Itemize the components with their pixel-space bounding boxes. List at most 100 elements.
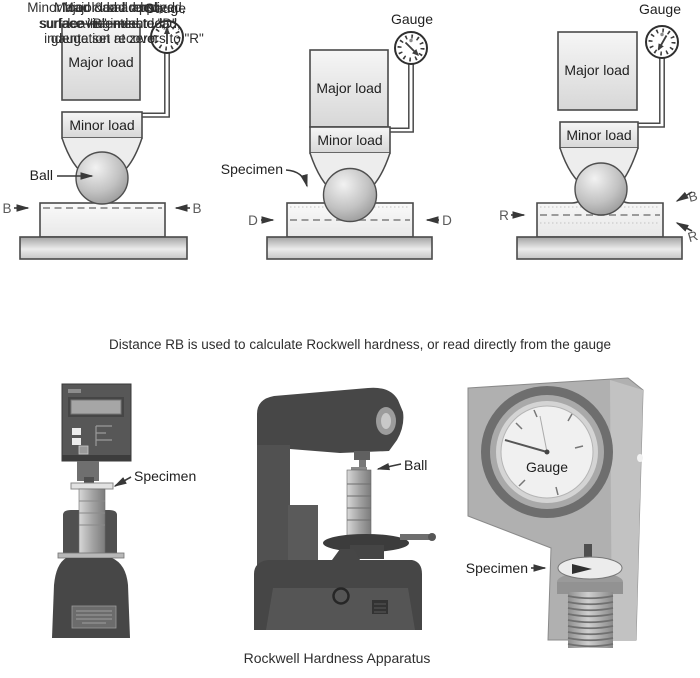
handle-knob (428, 533, 436, 541)
vent-slots (374, 603, 386, 613)
minor-load-box (61, 111, 143, 139)
gauge-dial-icon (394, 31, 428, 65)
gauge-needle (404, 41, 420, 57)
major-load-box (557, 31, 638, 111)
gauge-label: Gauge (391, 11, 433, 27)
major-load-box (309, 49, 389, 128)
diagram-stage-2: Gauge Major load Minor load Specimen D D (221, 11, 452, 260)
elevating-column (78, 488, 106, 558)
caption-line: Major load added, (53, 0, 163, 15)
table-handle (400, 534, 430, 540)
indenter-tip (584, 544, 592, 558)
gauge-ticks (397, 34, 425, 62)
marker-b-right-top-arrow (675, 191, 693, 202)
caption-line: indentation recovers to "R" (44, 31, 204, 46)
indenter-holder (354, 451, 370, 460)
spindle-column (346, 469, 372, 539)
indenter-tip (84, 477, 94, 483)
rear-column (257, 445, 290, 565)
dial-pivot (544, 449, 550, 455)
nameplate-text-lines (76, 610, 112, 624)
minor-load-label: Minor load (317, 132, 382, 148)
specimen-pointer-arrow (285, 169, 308, 188)
diagram-stage-1: Gauge Major load Minor load Ball B B (2, 0, 202, 260)
caption-line: Major load removed, (62, 0, 186, 15)
screw-threads (567, 595, 614, 648)
gauge-label: Gauge (639, 1, 681, 17)
indenter-reflection-mark (572, 564, 592, 574)
machine-head (257, 387, 404, 453)
panel-button-3 (78, 445, 89, 455)
indenter-ball (574, 162, 628, 216)
marker-b-right: B (192, 201, 201, 216)
gauge-stem (142, 53, 170, 118)
gauge-label: Gauge (144, 0, 186, 16)
minor-load-label: Minor load (566, 127, 631, 143)
panel-button-2 (72, 438, 81, 445)
indenter-neck (77, 461, 99, 481)
ball-label: Ball (30, 167, 53, 183)
marker-r-right-bottom-arrow (675, 222, 693, 232)
cross-bar (57, 552, 125, 559)
photo-gauge-closeup: Gauge Specimen (466, 377, 644, 648)
stage-1-caption: Minor load & ball applied, surface "B" i… (0, 0, 206, 47)
caption-line: surface indented to "D" (39, 15, 177, 31)
anvil (266, 236, 433, 260)
caption-line: gauge set at zero (50, 31, 156, 46)
stage-3-caption: Major load removed, leaving minor load, … (0, 0, 248, 47)
column-rings (79, 500, 105, 526)
specimen-disc (557, 556, 623, 580)
specimen-disc (70, 482, 114, 490)
dial-tick-marks (515, 409, 584, 496)
panel-button-1 (72, 428, 81, 435)
gauge-dial-icon (645, 25, 679, 59)
middle-caption: Distance RB is used to calculate Rockwel… (109, 337, 611, 352)
specimen-pointer-arrow (113, 476, 132, 487)
gauge-stem (638, 58, 665, 128)
base-front-face (266, 588, 415, 630)
spindle-rings (347, 483, 371, 521)
major-load-box (61, 23, 141, 101)
gauge-ticks (153, 23, 181, 51)
marker-d-right: D (442, 213, 452, 228)
caption-line: Minor load & ball applied, (27, 0, 179, 15)
caption-line: leaving minor load, (67, 15, 181, 31)
dial-needle-shadow (539, 415, 548, 453)
caption-line: surface "B" indented, (40, 15, 166, 31)
indenter-ball (322, 167, 378, 223)
marker-r-left: R (499, 208, 509, 223)
minor-load-box (559, 121, 639, 149)
digital-display (70, 399, 122, 415)
jack-screw (350, 545, 384, 559)
control-unit (61, 383, 132, 462)
major-load-label: Major load (68, 54, 133, 70)
photo-bench-rockwell-tester: Ball (254, 387, 436, 630)
ball-pointer-arrow (376, 462, 402, 471)
bottom-caption: Rockwell Hardness Apparatus (243, 650, 431, 666)
ball-label: Ball (404, 457, 427, 473)
photo-digital-rockwell-tester: Specimen (52, 383, 196, 638)
diagram-stage-3: Gauge Major load Minor load R B R (499, 1, 700, 260)
nameplate (71, 605, 117, 629)
test-table (323, 534, 409, 552)
minor-load-label: Minor load (69, 117, 134, 133)
specimen-label: Specimen (466, 560, 528, 576)
specimen-label: Specimen (221, 161, 283, 177)
anvil (19, 236, 188, 260)
gauge-needle (657, 35, 668, 51)
ball-indenter (359, 460, 366, 471)
spindle-chuck (351, 467, 367, 472)
mid-body-step (288, 505, 318, 563)
gauge-zero-dot (660, 32, 664, 37)
marker-r-right-bottom: R (686, 228, 700, 245)
stage-2-caption: Major load added, surface indented to "D… (0, 0, 216, 31)
control-unit-brand-strip (68, 389, 81, 393)
gauge-stem (390, 64, 414, 133)
gauge-ticks (648, 28, 676, 56)
gauge-label: Gauge (526, 459, 568, 475)
gauge-dial-icon (150, 20, 184, 54)
control-unit-base-strip (62, 455, 131, 461)
anvil (516, 236, 683, 260)
